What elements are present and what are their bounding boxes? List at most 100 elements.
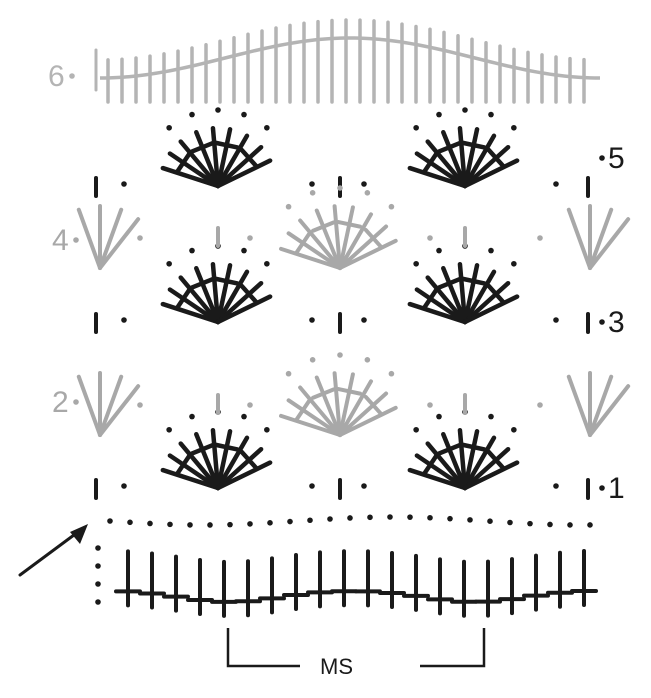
shell-strand [414, 453, 468, 491]
row-label-dot [69, 73, 75, 79]
foundation-rows [95, 514, 598, 618]
shell-crossbar [486, 283, 506, 305]
foundation-chain-dot [427, 514, 433, 521]
shell-crossbar [436, 442, 462, 456]
shell-chain-dot [264, 260, 270, 267]
row-chain-dot [309, 181, 315, 187]
shell-strand [462, 127, 480, 189]
shell-strand [178, 139, 221, 189]
row-label-dot [599, 485, 605, 491]
shell-chain-dot [285, 370, 292, 377]
shell-strand [414, 151, 468, 189]
foundation-chain-dot [287, 518, 293, 525]
row-label-dot [73, 237, 79, 243]
shell-strand [215, 144, 264, 189]
foundation-chain-dot [367, 514, 373, 521]
row-number-6: 6 [48, 60, 65, 93]
shell-crossbar [174, 453, 192, 477]
half-shell-strand [98, 207, 124, 270]
shell-chain-dot [462, 107, 468, 113]
shell-strand [210, 427, 221, 491]
shell-crossbar [336, 220, 363, 229]
arrow-shaft [18, 530, 80, 577]
row-1-shells [94, 409, 590, 500]
shell-strand [332, 204, 342, 270]
half-shell-strand [566, 374, 592, 437]
shell-crossbar [189, 276, 215, 290]
row-chain-dot [121, 483, 127, 489]
shell-strand [462, 263, 480, 325]
shell-crossbar [421, 151, 439, 175]
shell-crossbar [189, 442, 215, 456]
half-shell-strand [76, 374, 102, 437]
shell-chain-dot [264, 124, 270, 131]
foundation-chain-dot [467, 517, 473, 523]
foundation-chain-dot [247, 521, 253, 527]
row-number-2: 2 [52, 386, 69, 419]
shell-strand [338, 224, 389, 270]
shell-chain-dot [241, 413, 247, 420]
repeat-bracket: MS [226, 628, 486, 679]
shell-strand [338, 212, 373, 270]
shell-chain-dot [436, 413, 442, 420]
half-shell-strand [98, 374, 124, 437]
shell-strand [338, 405, 398, 437]
shell-strand [338, 205, 355, 270]
shell-strand [462, 133, 497, 189]
shell-crossbar [460, 140, 487, 150]
row-number-5: 5 [608, 142, 625, 175]
shell-chain-dot [488, 247, 494, 254]
shell-chain-dot [388, 370, 395, 377]
shell-strand [425, 441, 468, 491]
shell-strand [338, 238, 398, 270]
shell-chain-dot [511, 260, 517, 267]
foundation-chain-dot [107, 518, 113, 524]
shell-chain-dot [309, 190, 316, 196]
shell-strand [286, 231, 342, 270]
shell-strand [167, 453, 221, 491]
row-chain-dot [553, 483, 559, 489]
row-chain-dot [427, 235, 433, 241]
row-3-shells [94, 243, 590, 334]
half-shell-strand [588, 374, 614, 437]
shell-strand [314, 208, 342, 270]
row-chain-dot [121, 317, 127, 323]
half-shell-strand [566, 207, 592, 270]
shell-chain-dot [166, 260, 172, 267]
foundation-chain-dot [447, 515, 453, 522]
shell-strand [457, 261, 468, 325]
row-number-1: 1 [608, 472, 625, 505]
shell-chain-dot [241, 247, 247, 254]
row-chain-dot [137, 235, 143, 241]
shell-strand [407, 301, 468, 325]
shell-chain-dot [189, 247, 195, 254]
shell-strand [298, 385, 342, 437]
half-shell-strand [98, 384, 141, 437]
edge-chain-dot [95, 581, 101, 587]
shell-chain-dot [488, 111, 494, 118]
row-4-shells [76, 185, 631, 270]
edge-chain-dot [95, 545, 101, 551]
shell-strand [462, 294, 520, 325]
shell-strand [215, 446, 264, 491]
row-chain-dot [361, 483, 367, 489]
shell-strand [407, 165, 468, 189]
shell-strand [167, 287, 221, 325]
foundation-chain-dot [127, 519, 133, 526]
bracket-right [420, 628, 486, 668]
row-chain-dot [361, 181, 367, 187]
shell-strand [425, 275, 468, 325]
foundation-chain-dot [527, 520, 533, 527]
shell-strand [215, 435, 250, 491]
half-shell-strand [588, 217, 631, 270]
shell-strand [286, 398, 342, 437]
shell-chain-dot [488, 413, 494, 420]
shell-crossbar [421, 287, 439, 311]
shell-chain-dot [285, 203, 292, 210]
shell-strand [215, 429, 233, 491]
row-6-wave-line [99, 36, 601, 80]
foundation-chain-dot [187, 522, 193, 528]
arrow-head [70, 524, 88, 544]
shell-strand [414, 287, 468, 325]
shell-chain-dot [189, 111, 195, 118]
